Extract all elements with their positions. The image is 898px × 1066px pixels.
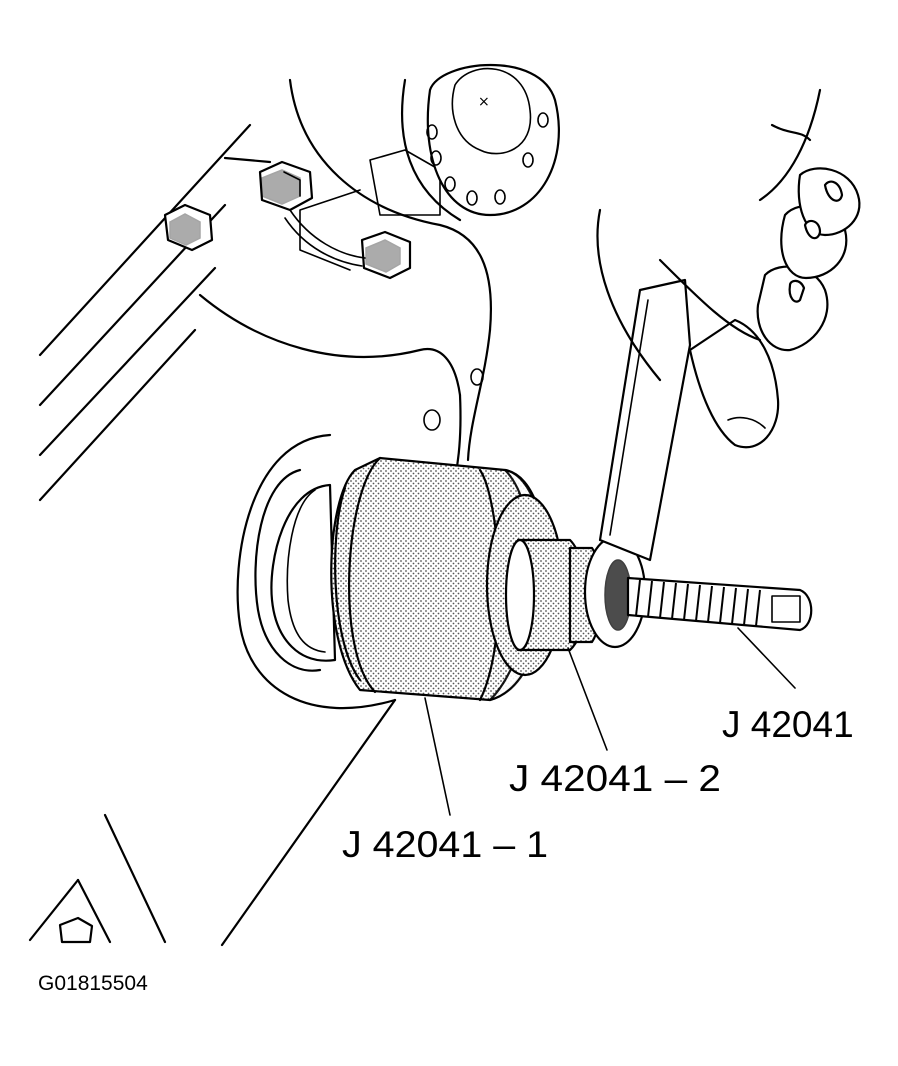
figure-id: G01815504 — [38, 972, 148, 995]
bolt-left — [163, 203, 214, 252]
callout-j42041-2: J 42041 – 2 — [509, 758, 721, 799]
forcing-screw-j42041 — [626, 576, 813, 632]
callout-j42041: J 42041 — [722, 704, 854, 745]
leader-j42041-1 — [424, 697, 451, 816]
adapter-j42041-2 — [504, 535, 647, 652]
bolt-middle — [360, 230, 412, 280]
svg-text:×: × — [478, 94, 490, 110]
seal-bore — [236, 433, 397, 710]
bolt-upper — [258, 160, 314, 212]
pulley-flange: × — [426, 63, 560, 217]
leader-j42041-2 — [567, 647, 608, 751]
hand — [596, 88, 861, 449]
engine-block — [28, 78, 492, 947]
callout-j42041-1: J 42041 – 1 — [342, 824, 548, 865]
leader-j42041 — [737, 627, 796, 689]
leader-lines — [424, 627, 796, 816]
tool-handle — [598, 278, 692, 562]
mounting-bolts — [58, 160, 484, 944]
